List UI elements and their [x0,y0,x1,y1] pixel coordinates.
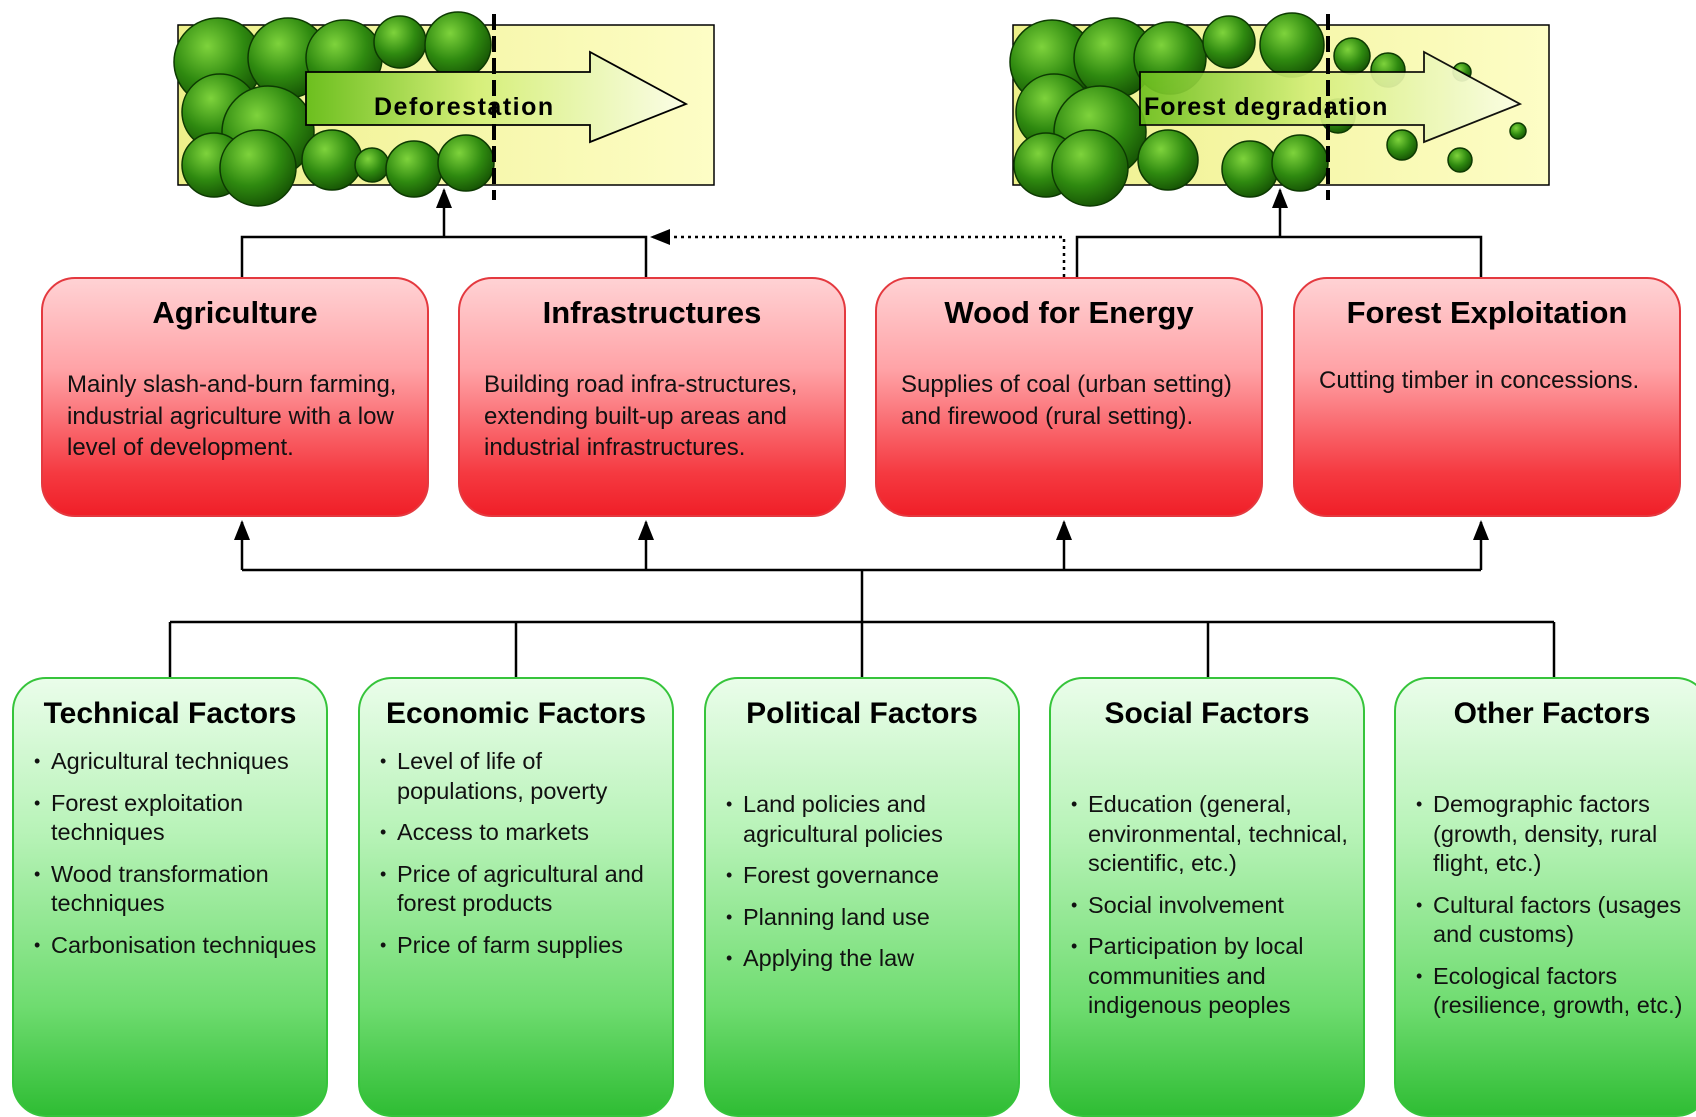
factor-list: Education (general, environmental, techn… [1071,790,1357,1033]
driver-description: Mainly slash-and-burn farming, industria… [67,371,397,461]
factor-item: Price of agricultural and forest product… [380,860,666,919]
deforestation-label: Deforestation [374,93,555,121]
factor-item: Land policies and agricultural policies [726,790,1012,849]
factors-to-drivers-lines [168,520,1556,677]
factor-item: Forest exploitation techniques [34,789,320,848]
factor-item: Access to markets [380,818,666,848]
driver-box-agriculture: Agriculture Mainly slash-and-burn farmin… [41,277,429,517]
factor-list: Agricultural techniques Forest exploitat… [34,747,320,972]
driver-box-infrastructures: Infrastructures Building road infra-stru… [458,277,846,517]
factor-list: Land policies and agricultural policies … [726,790,1012,986]
factor-item: Demographic factors (growth, density, ru… [1416,790,1696,879]
factor-item: Carbonisation techniques [34,931,320,961]
factor-item: Cultural factors (usages and customs) [1416,891,1696,950]
factor-item: Participation by local communities and i… [1071,932,1357,1021]
factor-title: Other Factors [1453,697,1651,730]
forest-degradation-label: Forest degradation [1144,93,1388,121]
factor-item: Price of farm supplies [380,931,666,961]
factor-item: Planning land use [726,903,1012,933]
factor-item: Applying the law [726,944,1012,974]
factor-list: Demographic factors (growth, density, ru… [1416,790,1696,1033]
factor-item: Ecological factors (resilience, growth, … [1416,962,1696,1021]
forest-trees-left [173,11,495,207]
driver-description: Cutting timber in concessions. [1319,367,1640,394]
factor-title: Political Factors [746,697,978,730]
factor-box-other: Other Factors Demographic factors (growt… [1394,677,1696,1117]
factor-title: Social Factors [1104,697,1310,730]
factor-item: Level of life of populations, poverty [380,747,666,806]
forest-degradation-panel: Forest degradation [1009,12,1550,207]
factor-item: Social involvement [1071,891,1357,921]
driver-title: Wood for Energy [944,295,1194,330]
driver-title: Infrastructures [542,295,762,330]
drivers-to-outcomes-lines [240,188,1483,277]
driver-box-wood-for-energy: Wood for Energy Supplies of coal (urban … [875,277,1263,517]
factor-title: Economic Factors [385,697,647,730]
driver-title: Forest Exploitation [1346,295,1628,330]
factor-item: Wood transformation techniques [34,860,320,919]
driver-description: Supplies of coal (urban setting) and fir… [901,371,1232,430]
factor-list: Level of life of populations, poverty Ac… [380,747,666,972]
factor-box-technical: Technical Factors Agricultural technique… [12,677,328,1117]
driver-box-forest-exploitation: Forest Exploitation Cutting timber in co… [1293,277,1681,517]
factor-item: Agricultural techniques [34,747,320,777]
factor-title: Technical Factors [43,697,297,730]
driver-title: Agriculture [152,295,318,330]
factor-box-political: Political Factors Land policies and agri… [704,677,1020,1117]
factor-item: Education (general, environmental, techn… [1071,790,1357,879]
factor-box-economic: Economic Factors Level of life of popula… [358,677,674,1117]
deforestation-panel: Deforestation [173,11,715,207]
factor-box-social: Social Factors Education (general, envir… [1049,677,1365,1117]
factor-item: Forest governance [726,861,1012,891]
driver-description: Building road infra-structures, extendin… [484,371,798,461]
